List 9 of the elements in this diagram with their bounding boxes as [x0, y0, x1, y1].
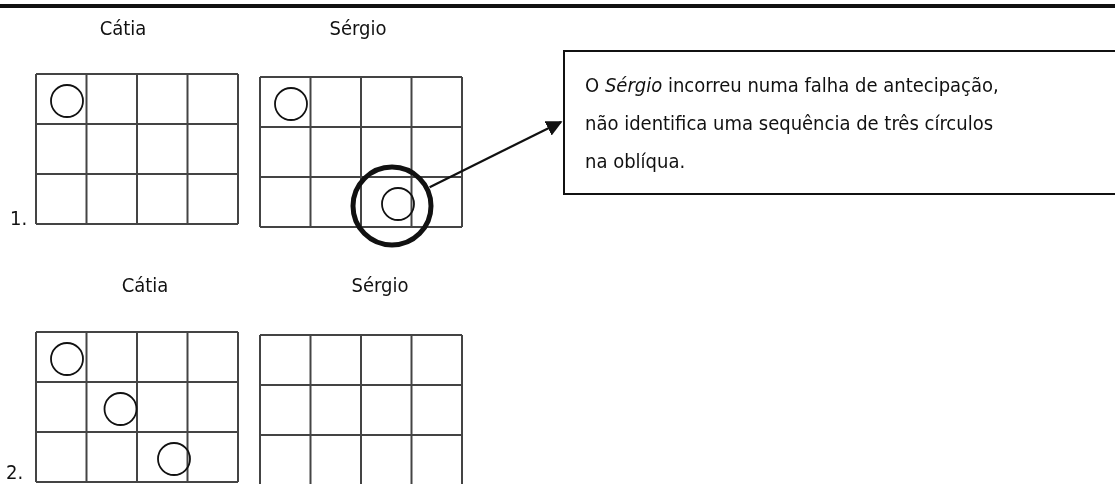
- name-label: Cátia: [99, 18, 147, 38]
- arrow: [429, 121, 563, 189]
- name-label: Cátia: [121, 275, 169, 295]
- name-label: Sérgio: [329, 18, 387, 38]
- item-number: 1.: [10, 208, 28, 228]
- item-number: 2.: [6, 462, 24, 482]
- name-label: Sérgio: [351, 275, 409, 295]
- callout-box: [563, 50, 1115, 195]
- callout-text: O Sérgio incorreu numa falha de antecipação, não identifica uma sequência de três círculos na oblíqua.: [585, 72, 1000, 175]
